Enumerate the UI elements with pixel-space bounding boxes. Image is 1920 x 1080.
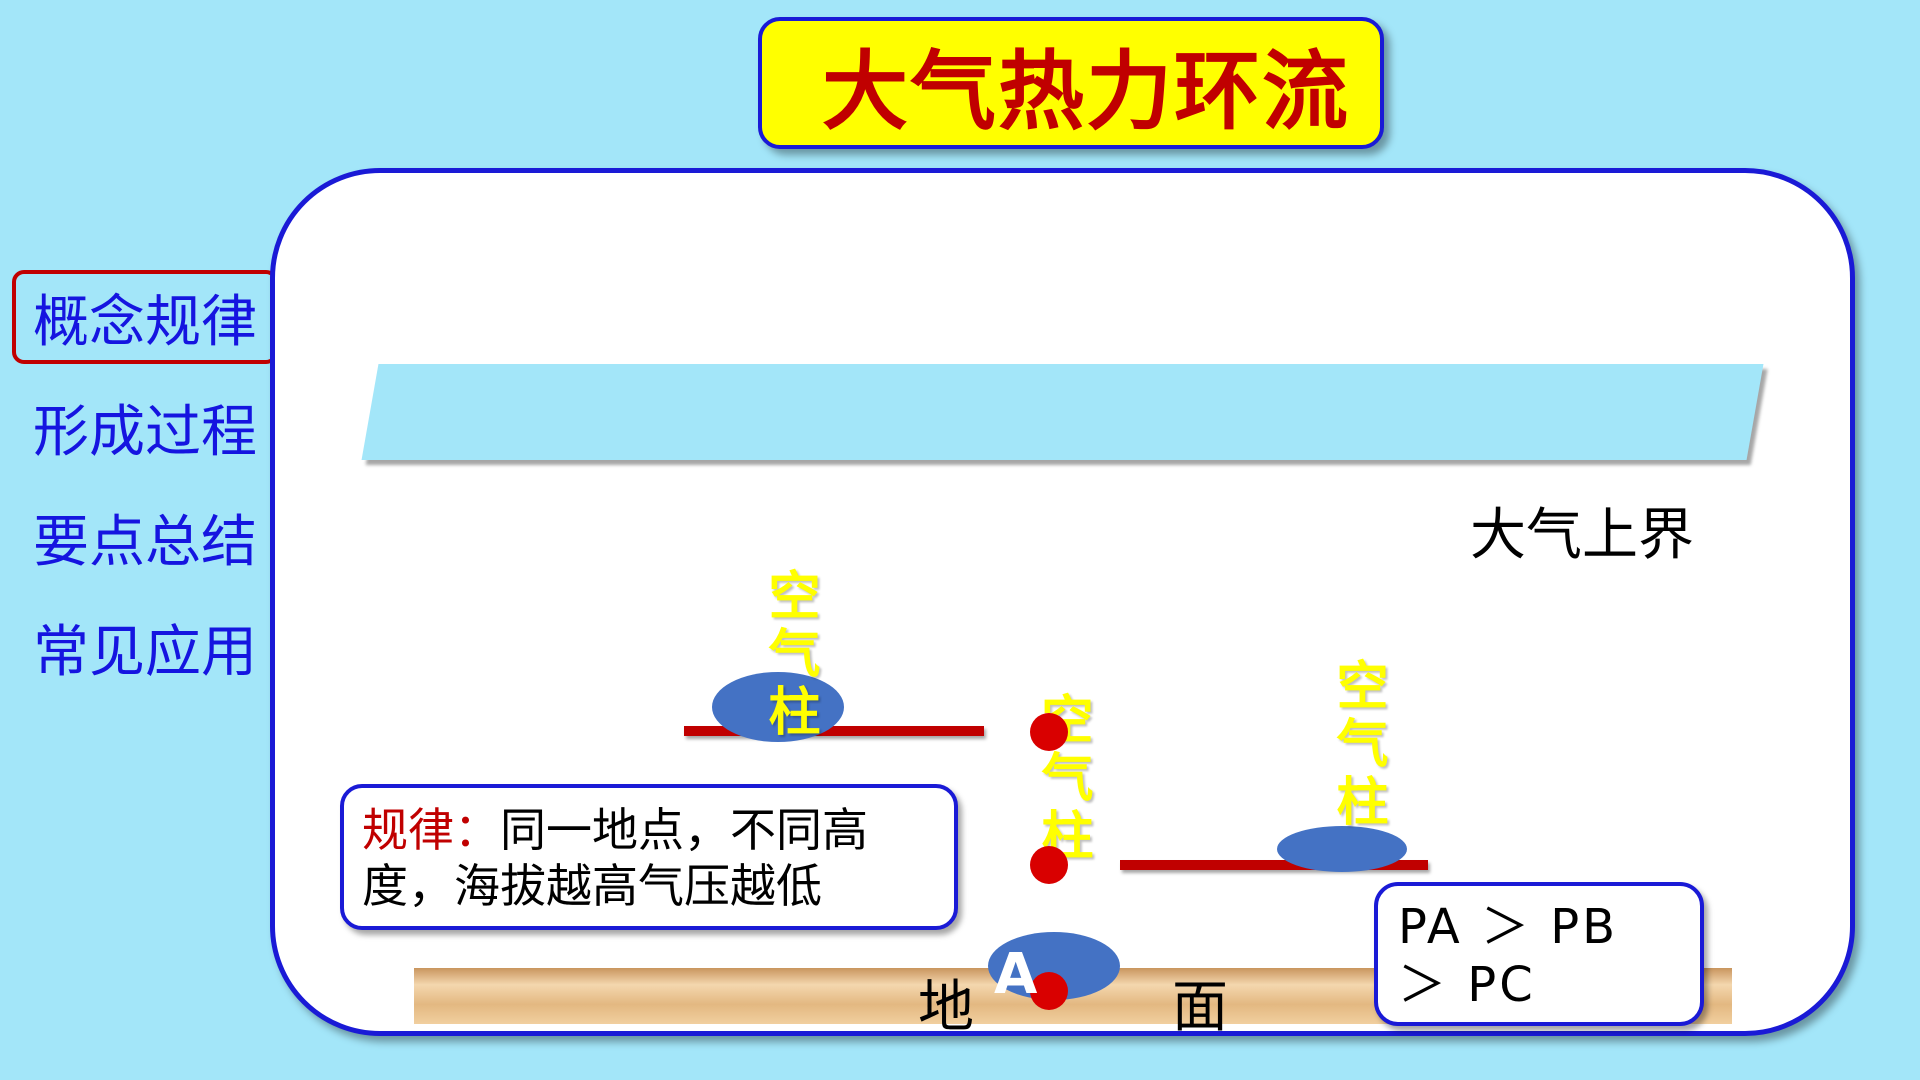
ground-label-char: 面 <box>1172 975 1228 1040</box>
rule-callout: 规律：同一地点，不同高度，海拔越高气压越低 <box>340 784 958 930</box>
point-dot-middle <box>1030 846 1068 884</box>
upper-boundary-label: 大气上界 <box>1470 503 1694 568</box>
point-dot-upper <box>1030 713 1068 751</box>
air-column-label-right: 空气柱 <box>1327 658 1387 832</box>
page-title: 大气热力环流 <box>822 41 1350 142</box>
isobar-line-left <box>684 726 984 736</box>
atmosphere-upper-boundary <box>361 364 1764 460</box>
pressure-ellipse-left <box>712 672 844 742</box>
rule-prefix: 规律： <box>362 803 500 857</box>
pressure-relation-text: PA ＞ PB ＞ PC <box>1398 899 1619 1013</box>
pressure-relation-callout: PA ＞ PB ＞ PC <box>1374 882 1704 1026</box>
pressure-ellipse-right <box>1277 826 1407 872</box>
point-label-a: A <box>994 942 1038 1007</box>
menu-item-label: 要点总结 <box>33 509 257 575</box>
menu-item-concept[interactable]: 概念规律 <box>12 270 278 364</box>
menu-item-formation[interactable]: 形成过程 <box>12 380 278 474</box>
rule-text: 同一地点，不同高度，海拔越高气压越低 <box>362 803 868 913</box>
menu-item-label: 常见应用 <box>33 619 257 685</box>
point-dot-ground <box>1030 972 1068 1010</box>
air-column-label-left: 空气柱 <box>759 568 819 742</box>
menu-item-label: 形成过程 <box>33 399 257 465</box>
menu-item-application[interactable]: 常见应用 <box>12 600 278 694</box>
menu-item-summary[interactable]: 要点总结 <box>12 490 278 584</box>
ground-label-char: 地 <box>918 975 974 1040</box>
isobar-line-right <box>1120 860 1428 870</box>
menu-item-label: 概念规律 <box>33 289 257 355</box>
title-banner: 大气热力环流 <box>758 17 1384 149</box>
